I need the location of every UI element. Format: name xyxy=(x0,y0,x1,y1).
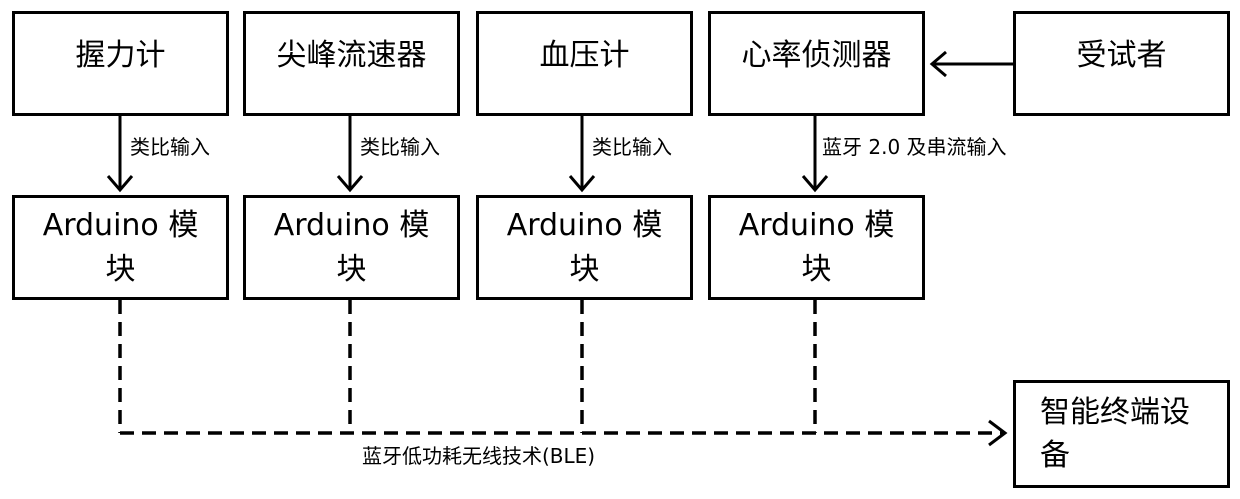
arduino-module-3: Arduino 模 块 xyxy=(476,195,693,300)
subject-label: 受试者 xyxy=(1077,34,1167,78)
sensor-box-hr: 心率侦测器 xyxy=(708,11,925,116)
ble-bus-label: 蓝牙低功耗无线技术(BLE) xyxy=(362,440,595,469)
sensor-label-hr: 心率侦测器 xyxy=(742,34,892,78)
sensor-label-grip: 握力计 xyxy=(76,34,166,78)
sensor-box-bp: 血压计 xyxy=(476,11,693,116)
arduino-module-4: Arduino 模 块 xyxy=(708,195,925,300)
arduino-module-1: Arduino 模 块 xyxy=(12,195,229,300)
link-label-peakflow: 类比输入 xyxy=(360,131,440,160)
sensor-box-grip: 握力计 xyxy=(12,11,229,116)
sensor-label-peakflow: 尖峰流速器 xyxy=(277,34,427,78)
terminal-line1: 智能终端设 xyxy=(1040,391,1190,435)
smart-terminal-box: 智能终端设 备 xyxy=(1013,380,1230,488)
module-line1: Arduino 模 xyxy=(43,204,199,248)
module-line1: Arduino 模 xyxy=(507,204,663,248)
module-line2: 块 xyxy=(570,248,600,292)
link-label-bp: 类比输入 xyxy=(592,131,672,160)
arduino-module-2: Arduino 模 块 xyxy=(243,195,460,300)
module-line1: Arduino 模 xyxy=(274,204,430,248)
module-line2: 块 xyxy=(106,248,136,292)
module-line1: Arduino 模 xyxy=(739,204,895,248)
sensor-label-bp: 血压计 xyxy=(540,34,630,78)
link-label-grip: 类比输入 xyxy=(130,131,210,160)
module-line2: 块 xyxy=(337,248,367,292)
link-label-hr: 蓝牙 2.0 及串流输入 xyxy=(822,131,1007,160)
subject-box: 受试者 xyxy=(1013,11,1230,116)
module-line2: 块 xyxy=(802,248,832,292)
sensor-box-peakflow: 尖峰流速器 xyxy=(243,11,460,116)
terminal-line2: 备 xyxy=(1040,434,1070,478)
